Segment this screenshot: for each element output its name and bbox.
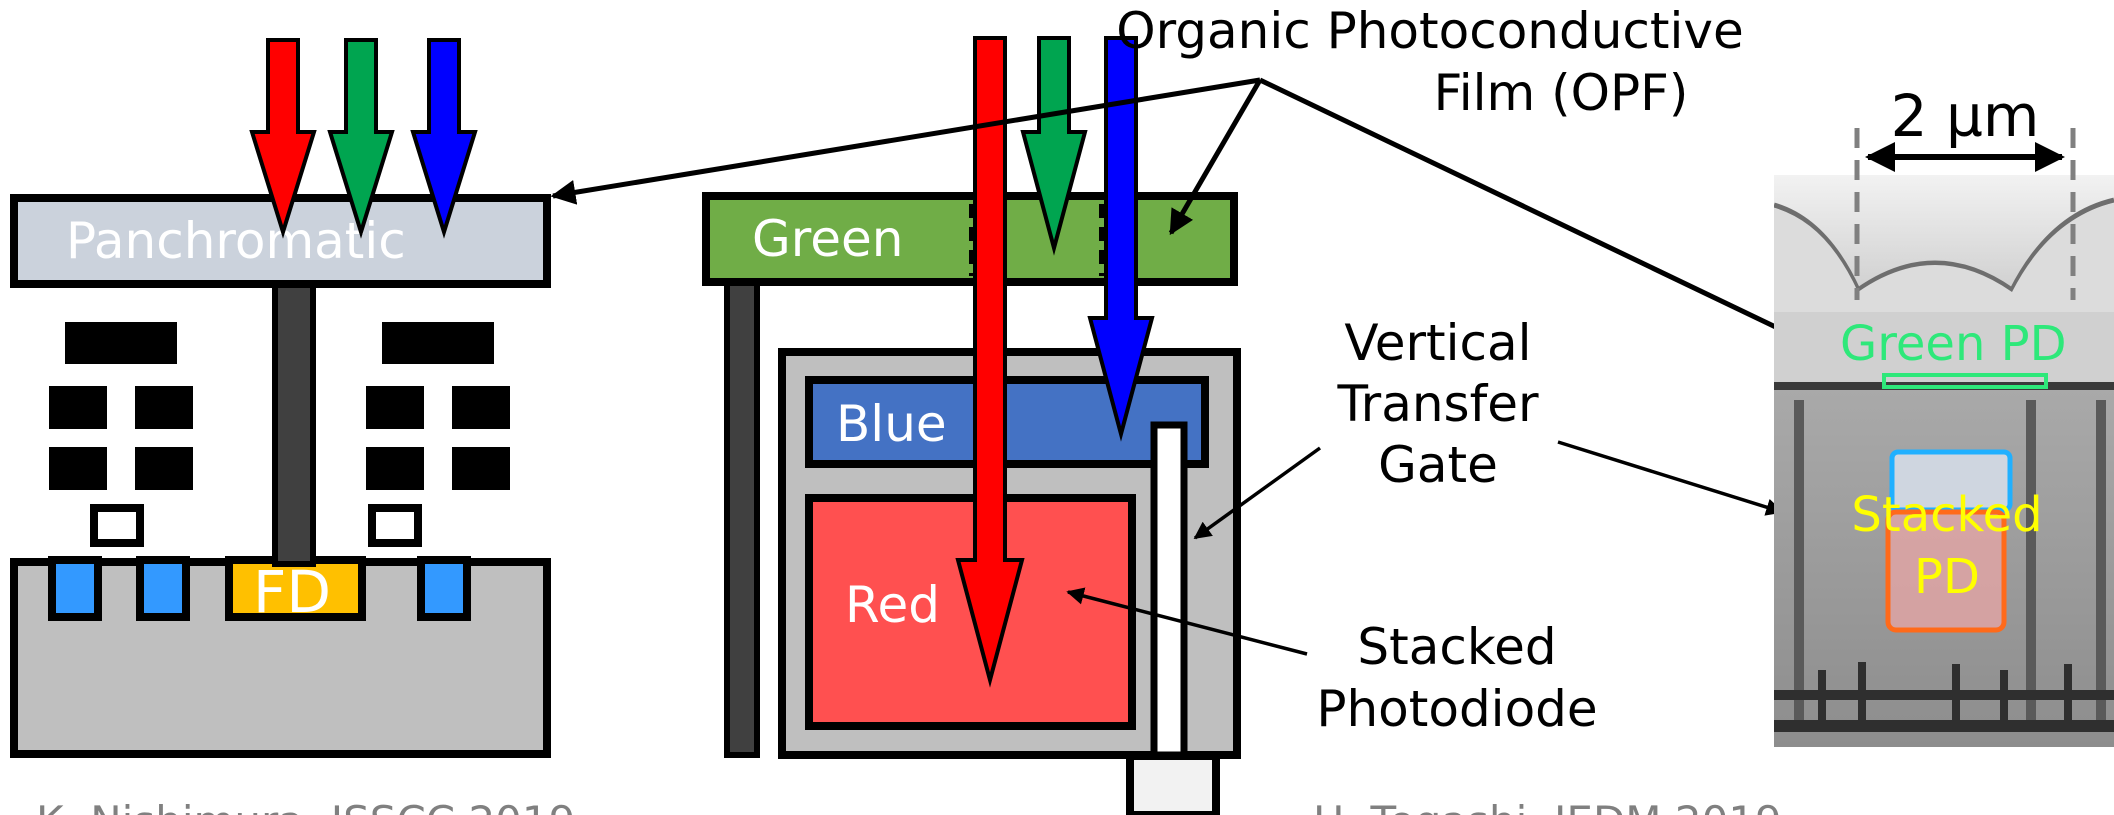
metal-line [382,322,494,364]
blue-label: Blue [836,395,947,453]
green-label: Green [752,210,903,268]
photodiode-well [140,560,186,617]
citation-left: K. Nishimura, ISSCC 2019 [36,797,575,815]
wiring-pillar [727,280,757,755]
spd-label-line1: Stacked [1357,618,1556,676]
metal-line [366,386,424,429]
red-label: Red [845,576,940,634]
citation-right: H. Togashi, IEDM 2019 [1313,797,1782,815]
cross-section-micrograph: 2 µm Green PD Stacked PD [1774,82,2114,747]
opf-pointer-left [553,80,1260,196]
gate-contact [1130,756,1216,815]
metal-line [452,386,510,429]
vtg-label-line3: Gate [1378,436,1498,494]
via [1858,662,1866,720]
dti-column [2096,400,2106,730]
metal-line [49,447,107,490]
metal-line [65,322,177,364]
fd-label: FD [253,558,331,626]
via [1952,664,1960,720]
via [2000,670,2008,720]
vtg-label-line2: Transfer [1336,375,1538,433]
vertical-transfer-gate [1154,425,1184,755]
left-panchromatic-pixel: Panchromatic FD [14,40,547,754]
spd-label-line2: Photodiode [1316,680,1597,738]
dti-column [2026,400,2036,730]
via [1818,670,1826,720]
panchromatic-label: Panchromatic [66,212,406,270]
vtg-label-line1: Vertical [1344,314,1531,372]
middle-stacked-pixel: Green Blue Red [706,38,1237,815]
via [2064,664,2072,720]
metal-line [452,447,510,490]
metal-layer [1774,720,2114,732]
metal-line [135,447,193,490]
transistor-gate [94,508,140,543]
opf-label-line2: Film (OPF) [1434,64,1689,122]
stacked-pd-label-line2: PD [1914,549,1980,605]
contact-plug [275,284,313,564]
metal-line [49,386,107,429]
transistor-gate [372,508,418,543]
metal-line [366,447,424,490]
stacked-pd-label-line1: Stacked [1851,487,2042,543]
vtg-pointer-micrograph [1558,442,1782,512]
scale-label: 2 µm [1891,82,2040,150]
green-pd-label: Green PD [1840,316,2067,372]
photodiode-well [421,560,467,617]
photodiode-well [52,560,98,617]
metal-line [135,386,193,429]
dti-column [1794,400,1804,730]
opf-label-line1: Organic Photoconductive [1116,2,1744,60]
